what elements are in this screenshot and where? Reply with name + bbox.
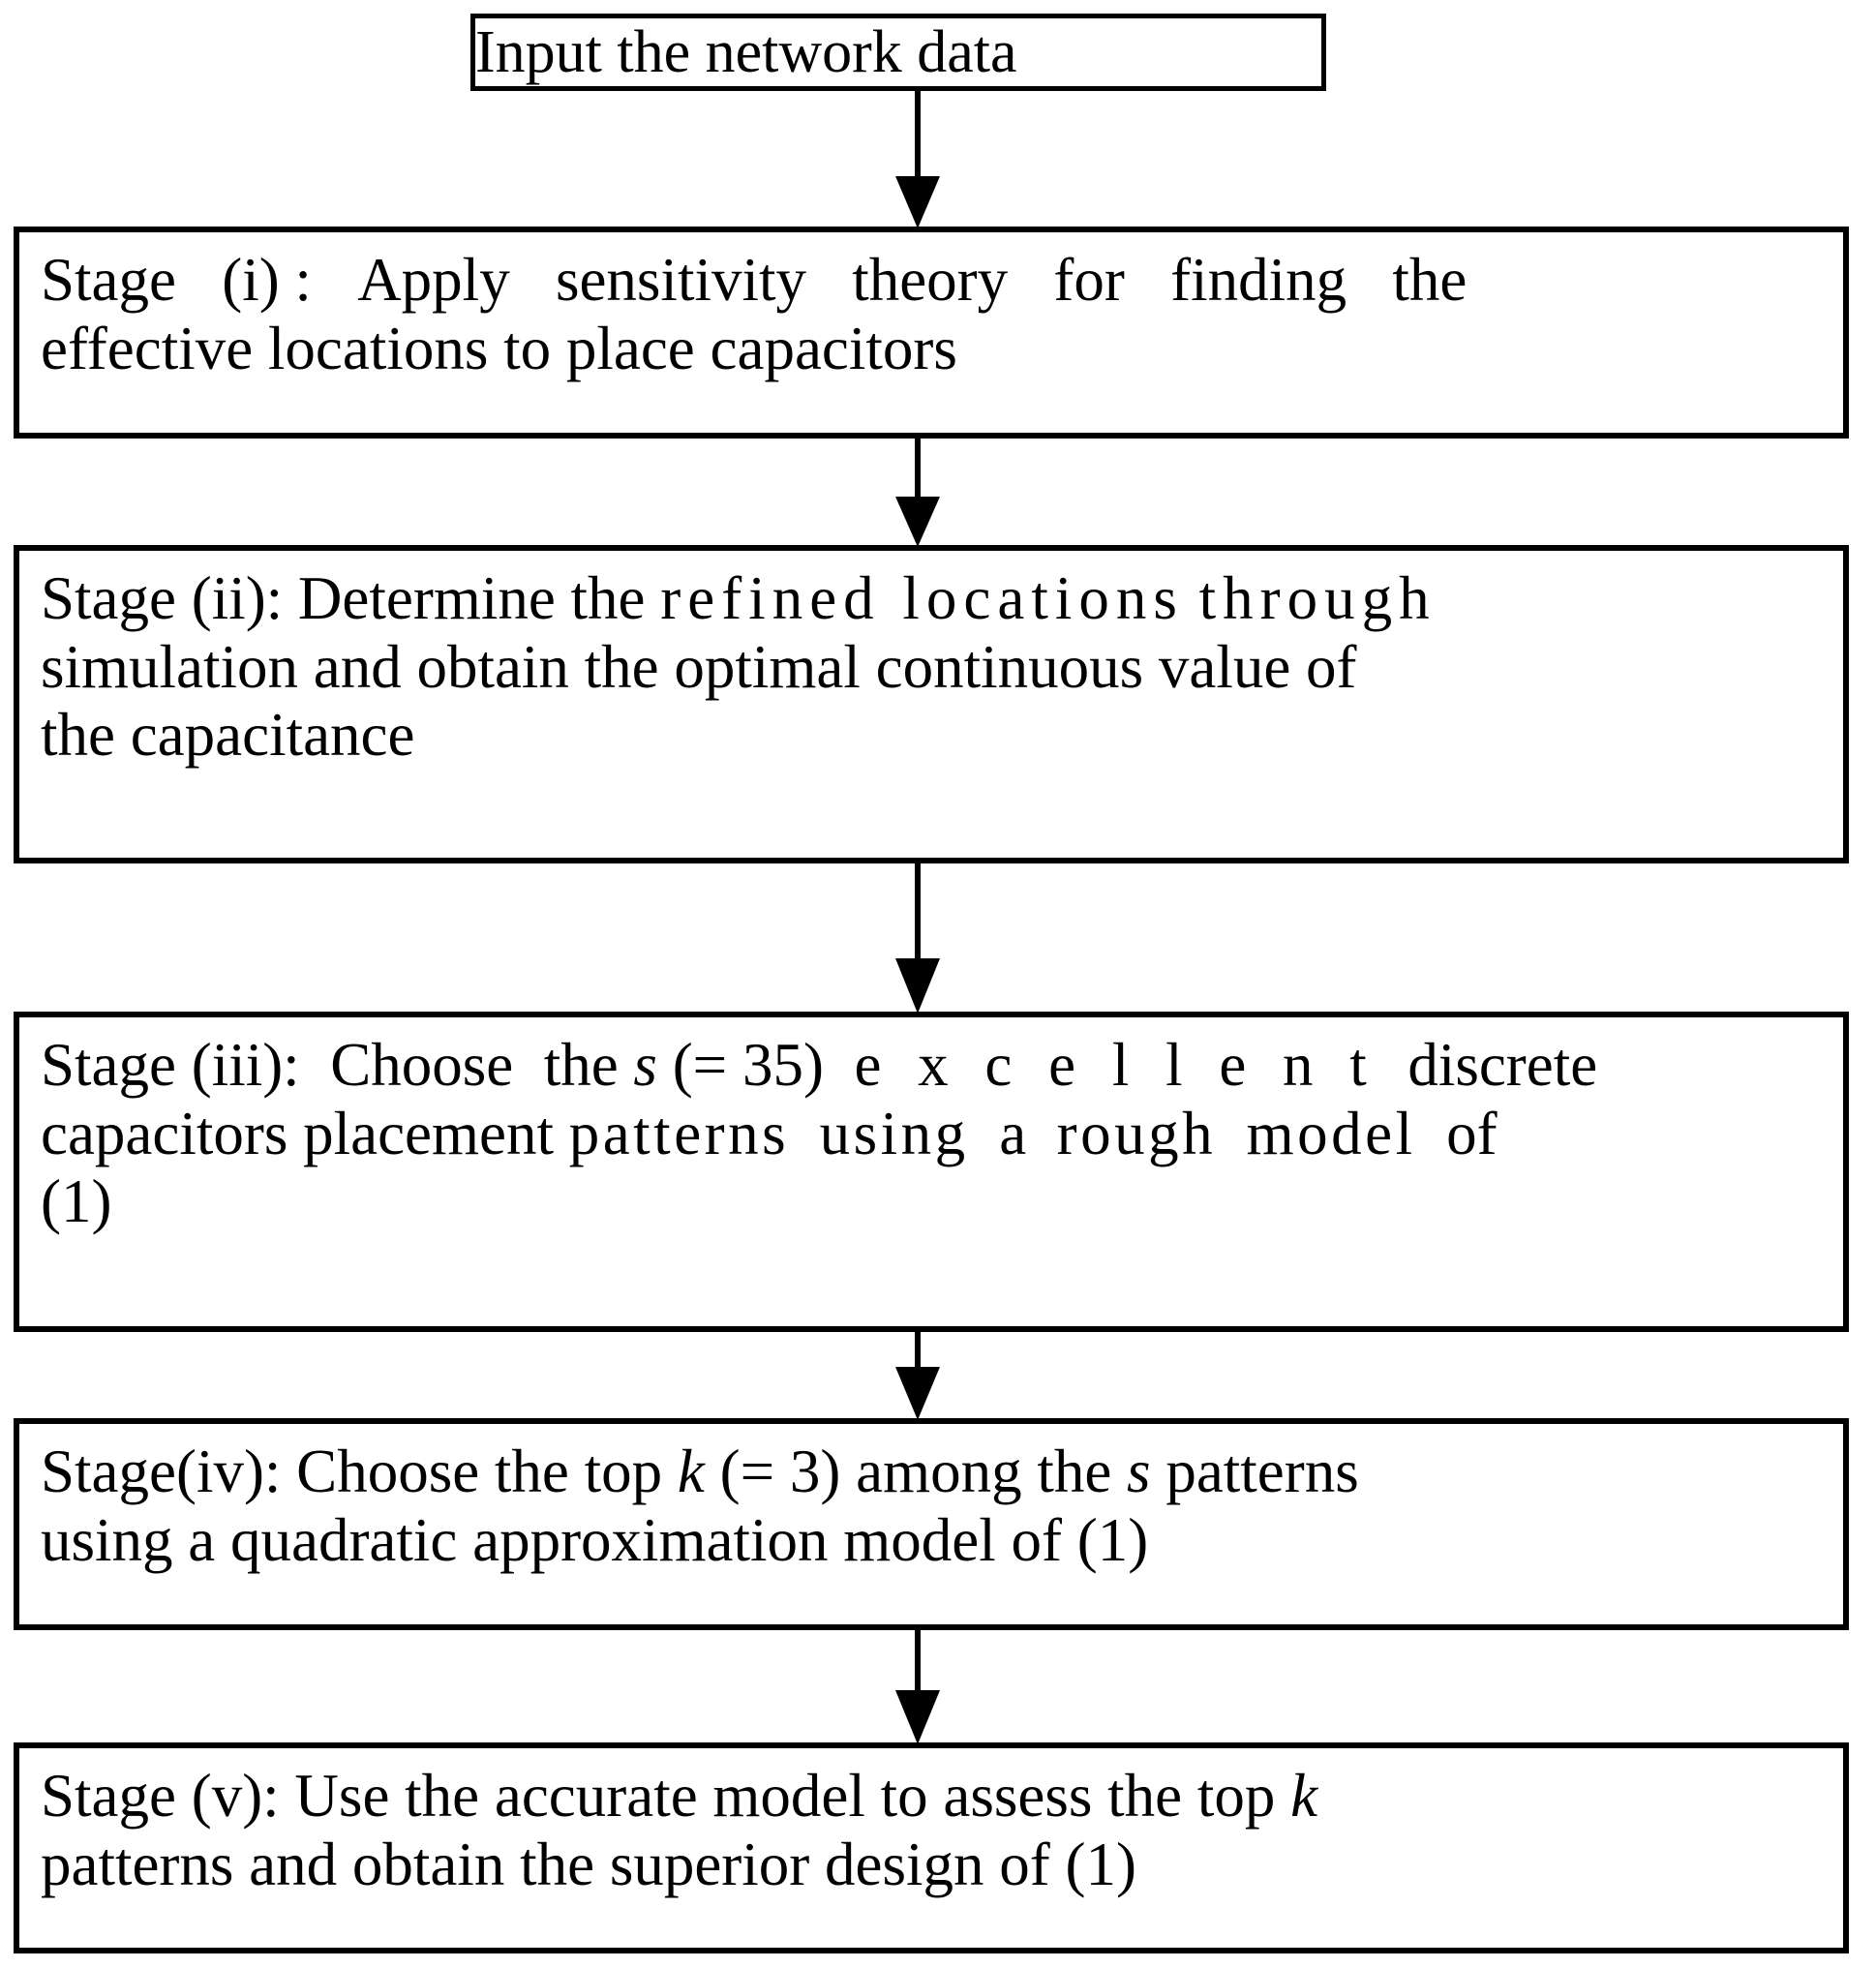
- node-stage-ii-line-2: simulation and obtain the optimal contin…: [41, 632, 1357, 701]
- stage-i-word-numeral: (i) :: [222, 246, 312, 314]
- stage-iv-word-patterns: patterns: [1165, 1438, 1359, 1505]
- stage-v-intro: Stage (v): Use the accurate model to ass…: [41, 1762, 1276, 1830]
- stage-ii-refined-locations: refined locations: [660, 564, 1184, 632]
- stage-iv-value-k: (= 3) among the: [719, 1438, 1112, 1505]
- node-stage-v-line-1: Stage (v): Use the accurate model to ass…: [41, 1762, 1826, 1831]
- stage-i-word-apply: Apply: [357, 246, 510, 314]
- stage-i-word-theory: theory: [852, 246, 1009, 314]
- node-stage-ii-line-1: Stage (ii): Determine the refined locati…: [41, 564, 1826, 633]
- stage-iii-var-s: s: [633, 1031, 657, 1099]
- stage-iii-word-discrete: discrete: [1407, 1031, 1598, 1099]
- node-stage-ii-line-3: the capacitance: [41, 701, 415, 770]
- node-input-network-data: Input the network data: [470, 14, 1326, 91]
- node-stage-iii-line-2: capacitors placement patterns using a ro…: [41, 1100, 1826, 1168]
- node-stage-v: Stage (v): Use the accurate model to ass…: [14, 1742, 1849, 1953]
- stage-ii-through: through: [1198, 564, 1437, 632]
- stage-iv-intro: Stage(iv): Choose the top: [41, 1438, 663, 1505]
- node-stage-i-line-1: Stage (i) : Apply sensitivity theory for…: [41, 246, 1826, 315]
- stage-i-word-stage: Stage: [41, 246, 176, 314]
- stage-v-var-k: k: [1290, 1762, 1318, 1830]
- node-stage-iv-line-2: using a quadratic approximation model of…: [41, 1505, 1149, 1574]
- node-stage-i-line-2: effective locations to place capacitors: [41, 314, 957, 382]
- stage-iii-value-s: (= 35): [672, 1031, 824, 1099]
- edge-stage2-to-stage3: [894, 862, 941, 1014]
- node-stage-iii: Stage (iii): Choose the s (= 35) e x c e…: [14, 1012, 1849, 1332]
- stage-iii-label: Stage (iii):: [41, 1031, 300, 1099]
- stage-iv-var-k: k: [677, 1438, 705, 1505]
- stage-i-word-for: for: [1053, 246, 1125, 314]
- edge-start-to-stage1: [894, 89, 941, 228]
- stage-i-word-the: the: [1392, 246, 1468, 314]
- stage-i-word-finding: finding: [1170, 246, 1347, 314]
- edge-stage1-to-stage2: [894, 437, 941, 547]
- stage-iii-word-patterns: patterns: [568, 1099, 790, 1167]
- stage-iii-word-the: the: [543, 1031, 619, 1099]
- stage-ii-intro: Stage (ii): Determine the: [41, 564, 646, 632]
- stage-iii-word-of: of: [1446, 1099, 1498, 1167]
- edge-stage3-to-stage4: [894, 1330, 941, 1420]
- node-stage-ii: Stage (ii): Determine the refined locati…: [14, 545, 1849, 863]
- node-stage-iii-line-3: (1): [41, 1167, 112, 1236]
- node-input-network-data-label: Input the network data: [475, 19, 1017, 85]
- stage-iii-word-choose: Choose: [330, 1031, 514, 1099]
- stage-iv-var-s: s: [1127, 1438, 1151, 1505]
- stage-iii-word-using: using: [819, 1099, 969, 1167]
- stage-i-word-sensitivity: sensitivity: [555, 246, 806, 314]
- node-stage-i: Stage (i) : Apply sensitivity theory for…: [14, 227, 1849, 439]
- stage-iii-word-excellent: e x c e l l e n t: [854, 1031, 1377, 1099]
- node-stage-iv: Stage(iv): Choose the top k (= 3) among …: [14, 1418, 1849, 1630]
- stage-iii-phrase-capacitors-placement: capacitors placement: [41, 1099, 554, 1167]
- stage-iii-word-rough: rough: [1056, 1099, 1217, 1167]
- node-stage-iii-line-1: Stage (iii): Choose the s (= 35) e x c e…: [41, 1031, 1826, 1100]
- edge-stage4-to-stage5: [894, 1628, 941, 1744]
- stage-iii-word-a: a: [999, 1099, 1027, 1167]
- node-stage-v-line-2: patterns and obtain the superior design …: [41, 1830, 1136, 1898]
- stage-iii-word-model: model: [1246, 1099, 1416, 1167]
- node-stage-iv-line-1: Stage(iv): Choose the top k (= 3) among …: [41, 1438, 1826, 1506]
